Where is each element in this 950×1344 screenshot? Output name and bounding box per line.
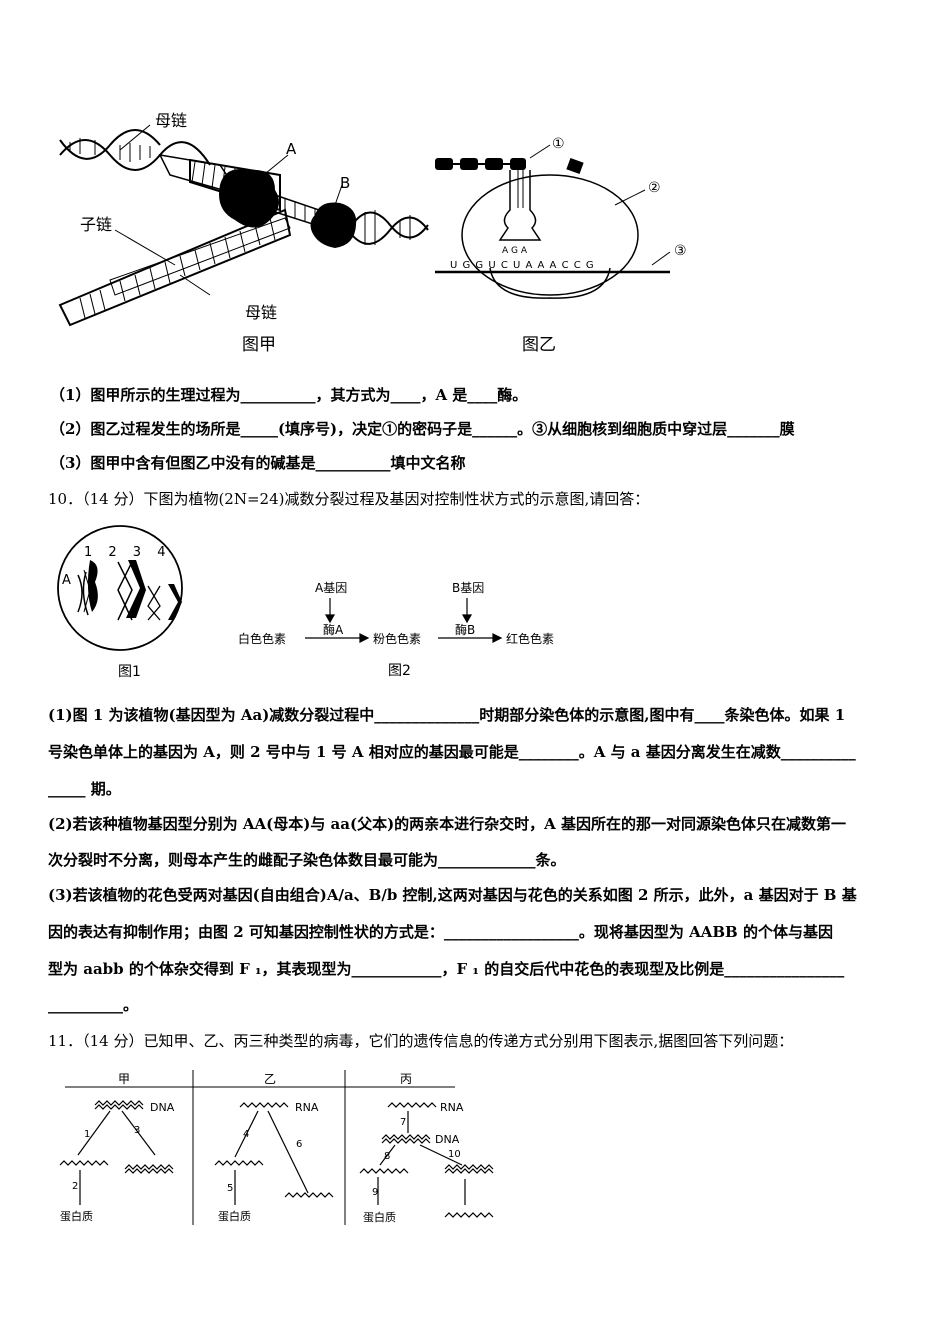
label-dna-bing: DNA — [435, 1133, 460, 1146]
num-8: 8 — [384, 1151, 390, 1162]
num-3: 3 — [134, 1125, 140, 1136]
fig2-pathway — [305, 598, 503, 643]
label-rna-yi: RNA — [295, 1101, 319, 1114]
figure-jia-yi: 母链 子链 母链 A B 图甲 ① ② ③ A G A U G G U C U … — [58, 111, 687, 355]
figure-yi — [435, 144, 671, 299]
num-10: 10 — [448, 1149, 461, 1160]
label-yi-2: ② — [648, 180, 661, 196]
fig2-enzyme-b: 酶B — [455, 622, 475, 637]
caption-yi: 图乙 — [522, 335, 556, 355]
label-enzyme-b: B — [340, 174, 350, 192]
figure-q10: 1 2 3 4 A 图1 A基因 B基因 酶A 酶B 白色色素 粉色色素 红色色… — [57, 525, 554, 680]
caption-jia: 图甲 — [242, 335, 276, 355]
label-zi-lian: 子链 — [80, 215, 112, 234]
fig1-numbers: 1 2 3 4 — [84, 545, 171, 560]
q10-line9: __________。 — [48, 996, 139, 1014]
q10-line8: 型为 aabb 的个体杂交得到 F ₁，其表现型为____________，F … — [48, 960, 845, 978]
fig2-white: 白色色素 — [238, 631, 286, 646]
label-mu-lian-top: 母链 — [155, 111, 187, 130]
fig2-enzyme-a: 酶A — [323, 622, 344, 637]
q10-line7: 因的表达有抑制作用；由图 2 可知基因控制性状的方式是：____________… — [48, 923, 833, 941]
protein-bing: 蛋白质 — [363, 1210, 396, 1224]
mrna-sequence: U G G U C U A A A C C G — [450, 260, 595, 271]
q10-header: 10．（14 分）下图为植物(2N=24)减数分裂过程及基因对控制性状方式的示意… — [48, 490, 650, 508]
num-6: 6 — [296, 1139, 302, 1150]
col-bing: 丙 — [400, 1072, 412, 1086]
col-jia: 甲 — [118, 1072, 130, 1086]
q10-line6: (3)若该植物的花色受两对基因(自由组合)A/a、B/b 控制,这两对基因与花色… — [48, 886, 857, 904]
q9-part1: （1）图甲所示的生理过程为__________，其方式为____，A 是____… — [50, 386, 528, 404]
num-5: 5 — [227, 1183, 233, 1194]
q10-line5: 次分裂时不分离，则母本产生的雌配子染色体数目最可能为_____________条… — [48, 851, 566, 869]
fig2-gene-b: B基因 — [452, 581, 484, 595]
fig2-red: 红色色素 — [506, 631, 554, 646]
num-9: 9 — [372, 1187, 378, 1198]
q11-header: 11．（14 分）已知甲、乙、丙三种类型的病毒，它们的遗传信息的传递方式分别用下… — [48, 1032, 794, 1050]
num-2: 2 — [72, 1181, 78, 1192]
num-4: 4 — [243, 1129, 249, 1140]
label-enzyme-a: A — [286, 140, 297, 158]
col-yi: 乙 — [264, 1072, 276, 1086]
label-dna-jia: DNA — [150, 1101, 175, 1114]
fig1-gene-a: A — [62, 573, 71, 588]
figure-q11: 甲 乙 丙 DNA 1 3 2 蛋白质 RNA 4 6 5 蛋白质 — [59, 1070, 494, 1225]
q10-line1: (1)图 1 为该植物(基因型为 Aa)减数分裂过程中_____________… — [48, 706, 846, 724]
q9-part2: （2）图乙过程发生的场所是_____(填序号)，决定①的密码子是______。③… — [50, 420, 795, 438]
fig1-cell — [57, 525, 183, 651]
label-rna-bing: RNA — [440, 1101, 464, 1114]
fig1-caption: 图1 — [118, 664, 141, 680]
num-1: 1 — [84, 1129, 90, 1140]
label-yi-1: ① — [552, 136, 565, 152]
protein-jia: 蛋白质 — [60, 1209, 93, 1223]
q10-line3: _____ 期。 — [48, 780, 121, 798]
figure-jia — [58, 124, 429, 327]
fig2-caption: 图2 — [388, 663, 411, 679]
label-mu-lian-bottom: 母链 — [245, 303, 277, 322]
label-yi-3: ③ — [674, 243, 687, 259]
q10-line2: 号染色单体上的基因为 A，则 2 号中与 1 号 A 相对应的基因最可能是___… — [48, 743, 856, 761]
protein-yi: 蛋白质 — [218, 1209, 251, 1223]
q9-part3: （3）图甲中含有但图乙中没有的碱基是__________填中文名称 — [50, 454, 466, 472]
fig2-gene-a: A基因 — [315, 581, 347, 595]
q10-line4: (2)若该种植物基因型分别为 AA(母本)与 aa(父本)的两亲本进行杂交时，A… — [48, 815, 847, 833]
fig2-pink: 粉色色素 — [373, 632, 421, 646]
anticodon: A G A — [502, 246, 528, 256]
num-7: 7 — [400, 1117, 406, 1128]
